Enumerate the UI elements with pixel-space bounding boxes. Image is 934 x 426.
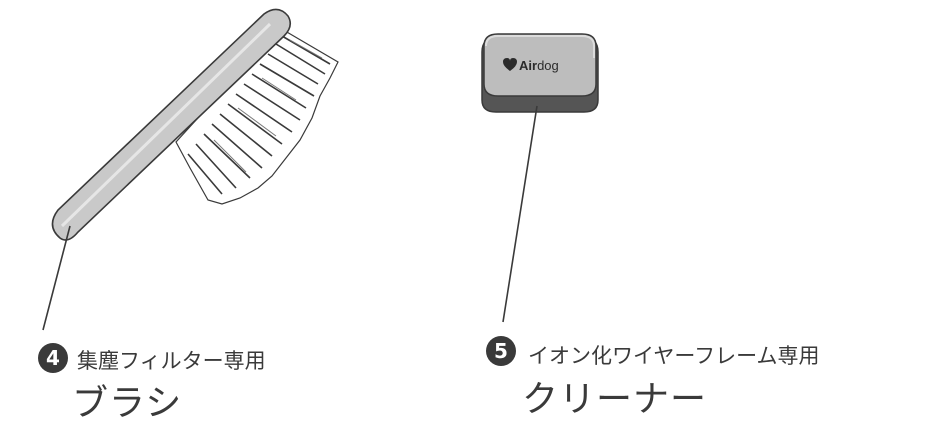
cleaner-block: Airdog [481, 33, 599, 113]
brush-caption-line2: ブラシ [72, 383, 183, 424]
svg-text:Airdog: Airdog [519, 58, 559, 73]
brand-bold: Air [519, 58, 537, 73]
number-badge-4: 4 [38, 343, 68, 373]
cleaner-caption-line1: イオン化ワイヤーフレーム専用 [528, 344, 820, 368]
brush-handle [51, 8, 292, 241]
brush-caption-line1: 集塵フィルター専用 [77, 349, 266, 373]
number-badge-5: 5 [486, 336, 516, 366]
leader-line-cleaner [502, 105, 538, 323]
brush-bristles [175, 27, 339, 205]
cleaner-caption-line2: クリーナー [522, 379, 708, 420]
brand-light: dog [537, 58, 559, 73]
leader-line-brush [42, 225, 71, 331]
heart-logo-icon [503, 58, 517, 71]
